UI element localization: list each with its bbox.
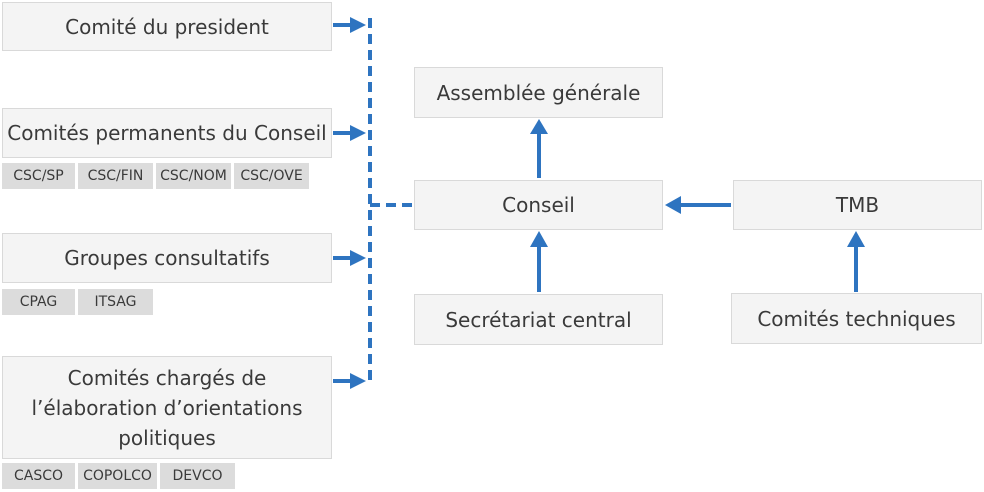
- arrowhead-permanents: [350, 125, 366, 141]
- comite-president-box: Comité du president: [2, 2, 332, 51]
- tag-devco: DEVCO: [160, 463, 235, 489]
- secretariat-central-box: Secrétariat central: [414, 294, 663, 345]
- tag-itsag: ITSAG: [78, 289, 153, 315]
- comites-techniques-box: Comités techniques: [731, 293, 982, 344]
- arrowhead-president: [350, 17, 366, 33]
- tag-csc-fin: CSC/FIN: [78, 163, 153, 189]
- tag-csc-nom: CSC/NOM: [156, 163, 231, 189]
- tag-csc-sp: CSC/SP: [2, 163, 75, 189]
- comites-permanents-box: Comités permanents du Conseil: [2, 108, 332, 158]
- arrowhead-techniques-tmb: [847, 231, 865, 247]
- assemblee-generale-box: Assemblée générale: [414, 67, 663, 118]
- comites-orientations-box: Comités chargés de l’élaboration d’orien…: [2, 356, 332, 459]
- tag-casco: CASCO: [2, 463, 75, 489]
- tag-cpag: CPAG: [2, 289, 75, 315]
- tag-copolco: COPOLCO: [78, 463, 157, 489]
- groupes-consultatifs-box: Groupes consultatifs: [2, 233, 332, 283]
- tag-csc-ove: CSC/OVE: [234, 163, 309, 189]
- conseil-box: Conseil: [414, 180, 663, 230]
- arrowhead-conseil-assemblee: [530, 119, 548, 134]
- tmb-box: TMB: [733, 180, 982, 230]
- arrowhead-secretariat-conseil: [530, 231, 548, 247]
- arrowhead-orientations: [350, 373, 366, 389]
- arrowhead-tmb-conseil: [665, 196, 681, 214]
- arrowhead-consultatifs: [350, 250, 366, 266]
